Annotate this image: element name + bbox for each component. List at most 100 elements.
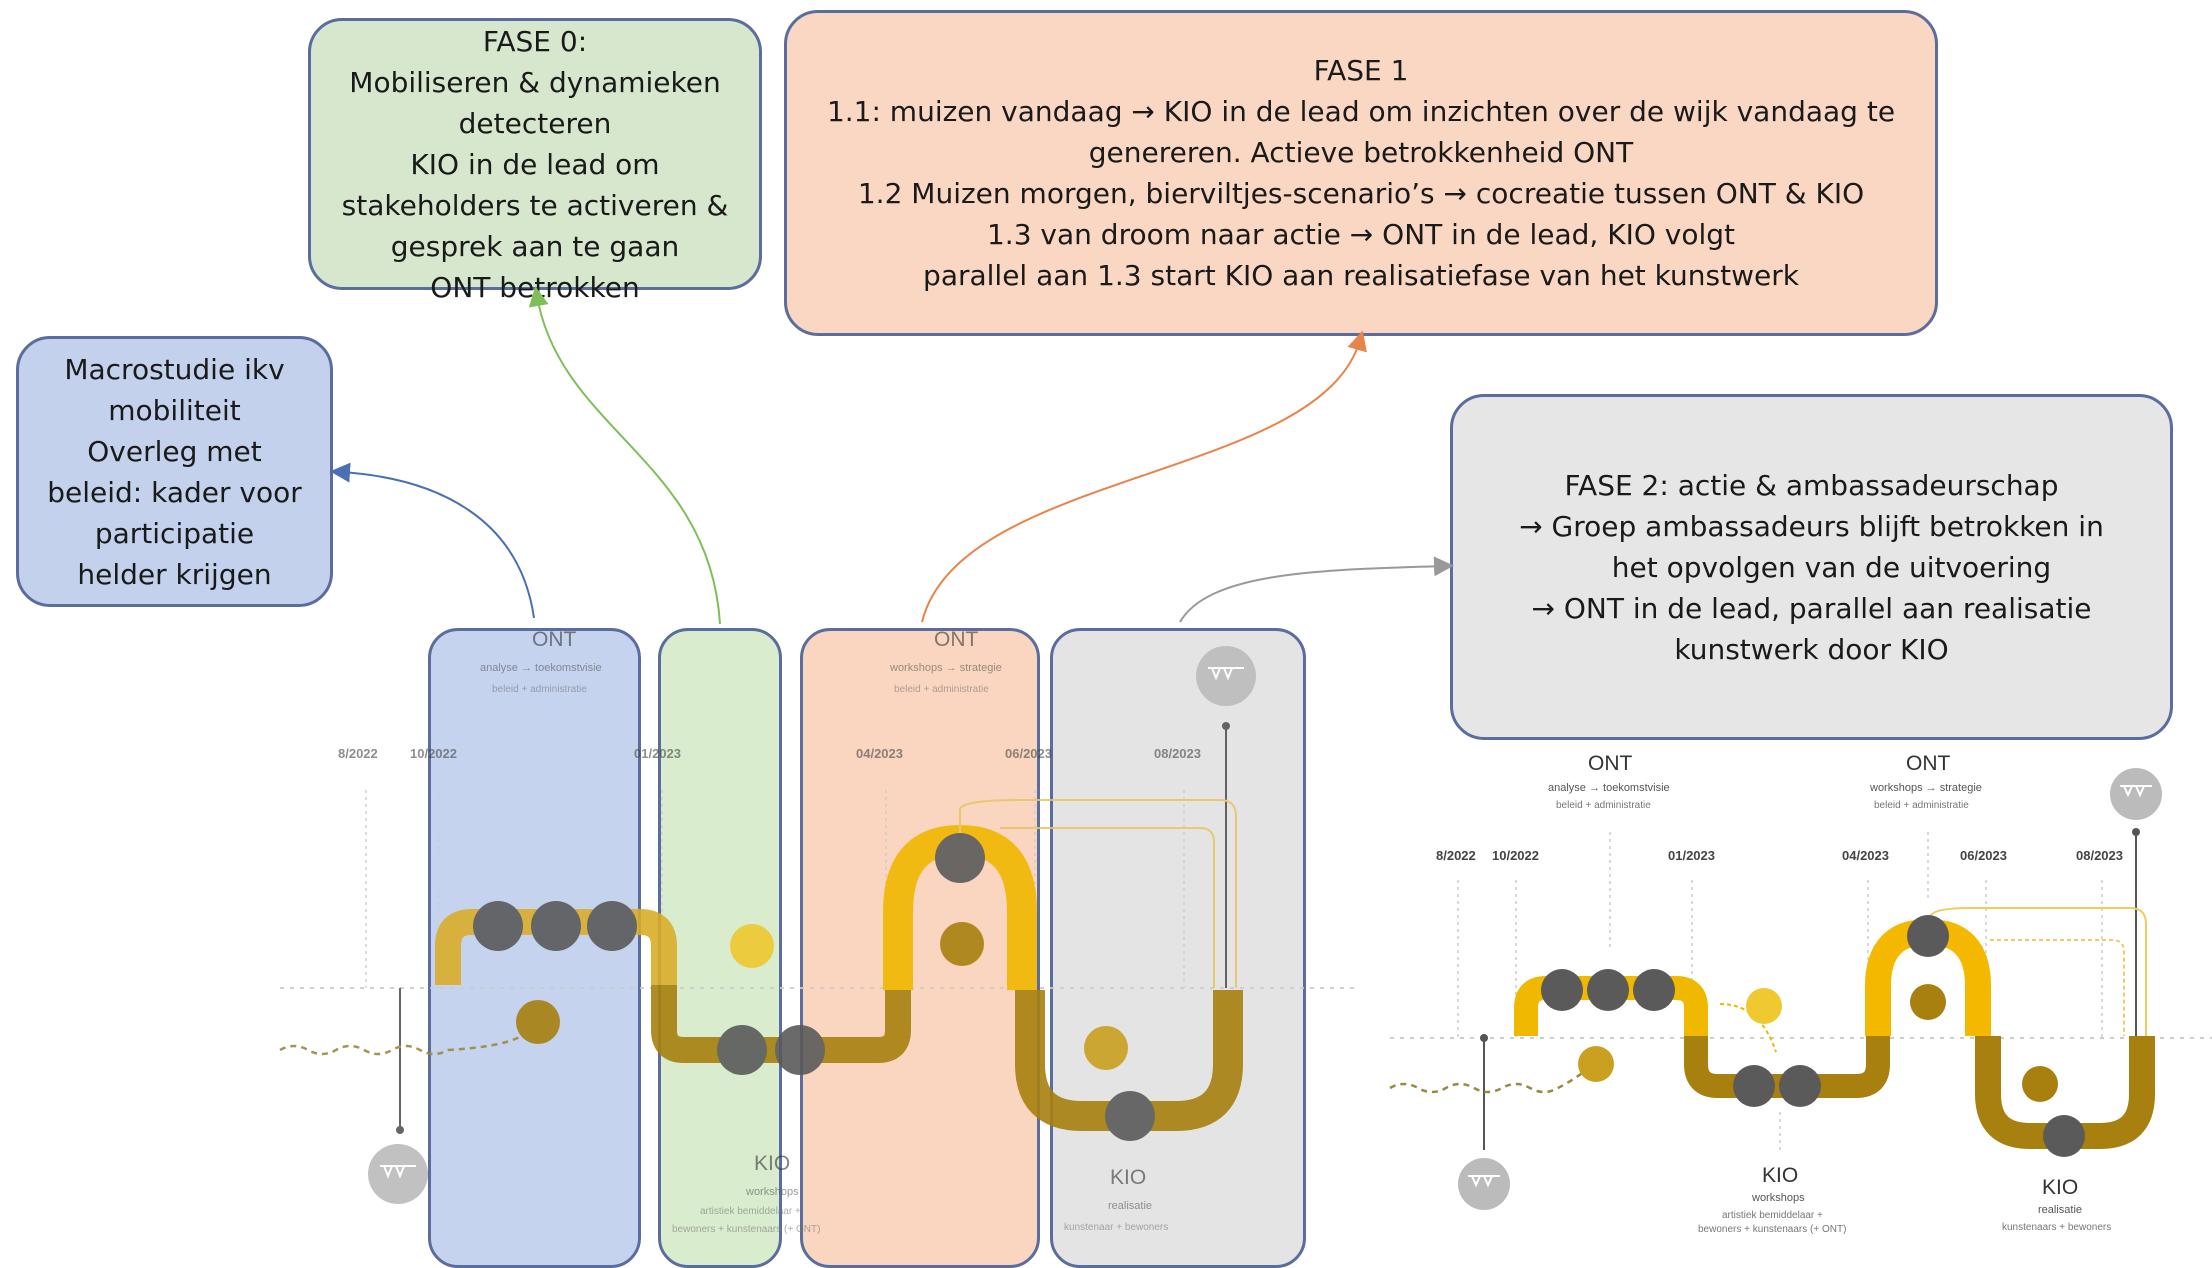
fase2-box: FASE 2: actie & ambassadeurschap → Groep… xyxy=(1450,394,2173,740)
fase0-line: detecteren xyxy=(458,107,612,140)
network-icon xyxy=(1587,969,1629,1011)
start-wave xyxy=(279,1019,538,1056)
kio-label: KIO xyxy=(1110,1166,1147,1189)
macro-line: helder krijgen xyxy=(77,557,272,591)
fase0-line: KIO in de lead om xyxy=(410,148,660,181)
kio-sub-label: bewoners + kunstenaars (+ ONT) xyxy=(672,1224,821,1235)
ont-sub-label: beleid + administratie xyxy=(894,684,989,695)
kio-sub-label: kunstenaar + bewoners xyxy=(1064,1222,1169,1233)
date-label: 10/2022 xyxy=(1492,848,1539,863)
kio-sub-label: workshops xyxy=(746,1186,799,1198)
fase1-line: 1.2 Muizen morgen, bierviltjes-scenario’… xyxy=(857,177,1865,210)
eye-icon xyxy=(1541,969,1583,1011)
kio-sub-label: realisatie xyxy=(2038,1204,2083,1216)
people-icon xyxy=(775,1025,825,1075)
kio-label: KIO xyxy=(1762,1164,1799,1187)
macro-line: mobiliteit xyxy=(108,393,241,427)
fase1-line: 1.3 van droom naar actie → ONT in de lea… xyxy=(986,218,1736,251)
eye-icon xyxy=(473,901,523,951)
kio-sub-label: artistiek bemiddelaar + xyxy=(700,1206,801,1217)
heart-icon xyxy=(717,1025,767,1075)
arrow-to-fase1 xyxy=(921,330,1367,623)
ont-sub-label: workshops → strategie xyxy=(1870,782,1982,794)
arrow-to-fase2 xyxy=(1179,556,1454,623)
people-icon xyxy=(1779,1065,1821,1107)
fase0-title: FASE 0: xyxy=(482,25,588,58)
kio-label: KIO xyxy=(754,1152,791,1175)
bunting-icon xyxy=(1458,1158,1510,1210)
ont-label: ONT xyxy=(532,628,577,651)
puzzle-icon xyxy=(1907,915,1949,957)
ont-sub-label: beleid + administratie xyxy=(1556,800,1651,811)
fase0-box: FASE 0: Mobiliseren & dynamieken detecte… xyxy=(308,18,762,304)
ont-label: ONT xyxy=(934,628,979,651)
fase1-line: parallel aan 1.3 start KIO aan realisati… xyxy=(923,259,1799,292)
kio-sub-label: bewoners + kunstenaars (+ ONT) xyxy=(1698,1224,1847,1235)
ont-label: ONT xyxy=(1906,752,1951,775)
date-label: 06/2023 xyxy=(1960,848,2007,863)
macro-line: Macrostudie ikv xyxy=(64,352,285,386)
fase2-line: het opvolgen van de uitvoering xyxy=(1611,550,2052,584)
date-label: 04/2023 xyxy=(1842,848,1889,863)
macro-line: beleid: kader voor xyxy=(47,475,302,509)
fase0-line: gesprek aan te gaan xyxy=(390,230,680,263)
date-label: 06/2023 xyxy=(1005,746,1052,761)
kio-sub-label: realisatie xyxy=(1108,1200,1153,1212)
ont-label: ONT xyxy=(1588,752,1633,775)
fase2-line: kunstwerk door KIO xyxy=(1674,632,1949,666)
date-label: 08/2023 xyxy=(1154,746,1201,761)
date-label: 01/2023 xyxy=(1668,848,1715,863)
fase1-line: 1.1: muizen vandaag → KIO in de lead om … xyxy=(826,95,1896,128)
date-label: 01/2023 xyxy=(634,746,681,761)
key-icon xyxy=(730,924,774,968)
kio-label: KIO xyxy=(2042,1176,2079,1199)
map-icon xyxy=(1633,969,1675,1011)
date-label: 8/2022 xyxy=(1436,848,1476,863)
heart-icon xyxy=(1733,1065,1775,1107)
fase2-title: FASE 2: actie & ambassadeurschap xyxy=(1564,468,2059,502)
fase1-title: FASE 1 xyxy=(1313,54,1409,87)
start-wave xyxy=(1389,1059,1598,1094)
timeline-right xyxy=(1389,768,2212,1210)
column-kio-realisatie xyxy=(1050,628,1306,1268)
network-icon xyxy=(531,901,581,951)
puzzle-icon xyxy=(935,833,985,883)
macro-line: participatie xyxy=(94,516,255,550)
fase2-line: → Groep ambassadeurs blijft betrokken in xyxy=(1519,509,2104,543)
fase0-line: stakeholders te activeren & xyxy=(341,189,729,222)
fase1-box: FASE 1 1.1: muizen vandaag → KIO in de l… xyxy=(784,10,1938,336)
fase1-line: genereren. Actieve betrokkenheid ONT xyxy=(1088,136,1634,169)
key-icon xyxy=(2022,1066,2058,1102)
macrostudie-box: Macrostudie ikv mobiliteit Overleg met b… xyxy=(16,336,333,607)
date-label: 04/2023 xyxy=(856,746,903,761)
ont-sub-label: analyse → toekomstvisie xyxy=(480,662,602,674)
ont-sub-label: beleid + administratie xyxy=(492,684,587,695)
bunting-icon xyxy=(368,1144,428,1204)
map-icon xyxy=(587,901,637,951)
key-icon xyxy=(516,1000,560,1044)
timeline-left xyxy=(279,646,1360,1204)
frame-icon xyxy=(2043,1115,2085,1157)
key-icon xyxy=(1746,988,1782,1024)
fase2-line: → ONT in de lead, parallel aan realisati… xyxy=(1531,591,2092,625)
date-label: 08/2023 xyxy=(2076,848,2123,863)
date-label: 10/2022 xyxy=(410,746,457,761)
arrow-to-macro xyxy=(330,462,535,619)
ont-sub-label: beleid + administratie xyxy=(1874,800,1969,811)
date-label: 8/2022 xyxy=(338,746,378,761)
key-icon xyxy=(940,922,984,966)
fase0-line: Mobiliseren & dynamieken xyxy=(349,66,721,99)
kio-sub-label: artistiek bemiddelaar + xyxy=(1722,1210,1823,1221)
column-ont-workshops xyxy=(800,628,1040,1268)
key-icon xyxy=(1578,1046,1614,1082)
macro-line: Overleg met xyxy=(87,434,262,468)
frame-icon xyxy=(1105,1091,1155,1141)
key-icon xyxy=(1910,984,1946,1020)
bunting-icon xyxy=(2110,768,2162,820)
bunting-icon xyxy=(1196,646,1256,706)
ont-sub-label: workshops → strategie xyxy=(890,662,1002,674)
kio-sub-label: kunstenaars + bewoners xyxy=(2002,1222,2112,1233)
kio-sub-label: workshops xyxy=(1752,1192,1805,1204)
ont-sub-label: analyse → toekomstvisie xyxy=(1548,782,1670,794)
